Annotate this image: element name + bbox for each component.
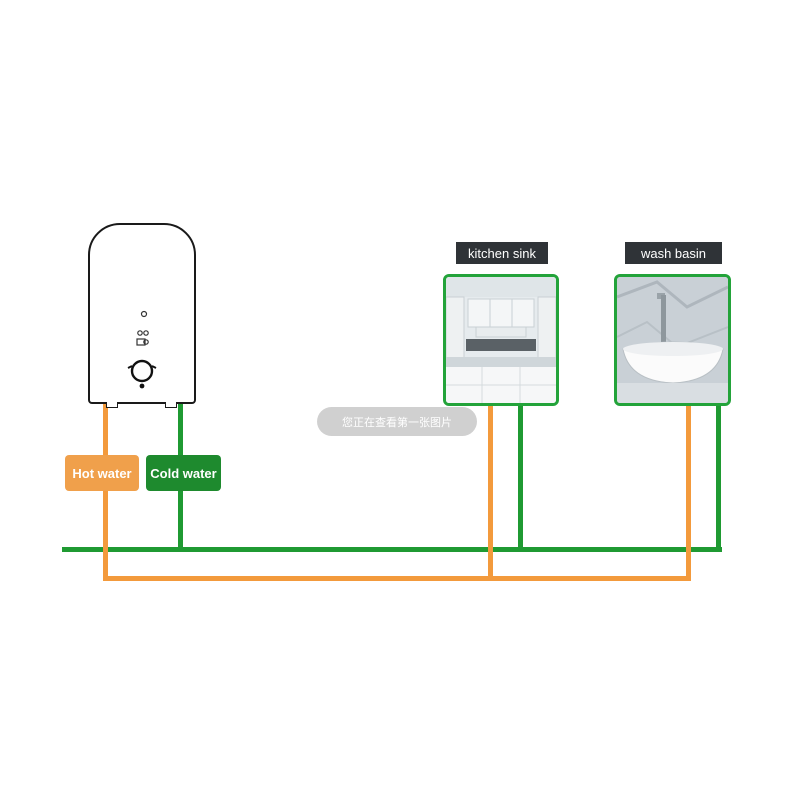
cold-water-basin-riser [716, 404, 721, 550]
heater-outlet-right [165, 402, 177, 408]
water-heater-icon [88, 223, 196, 404]
wash-basin-label: wash basin [625, 242, 722, 264]
basin-illustration [617, 277, 728, 403]
hot-water-basin-riser [686, 404, 691, 581]
cold-water-tag: Cold water [146, 455, 221, 491]
hot-water-main-pipe [103, 576, 691, 581]
cold-water-kitchen-riser [518, 404, 523, 550]
wash-basin-photo [614, 274, 731, 406]
cold-water-main-pipe [62, 547, 722, 552]
kitchen-sink-label: kitchen sink [456, 242, 548, 264]
hot-water-kitchen-riser [488, 404, 493, 581]
image-viewer-hint: 您正在查看第一张图片 [317, 407, 477, 436]
heater-controls [127, 310, 157, 389]
kitchen-illustration [446, 277, 556, 403]
hot-water-tag: Hot water [65, 455, 139, 491]
heater-outlet-left [106, 402, 118, 408]
kitchen-photo [443, 274, 559, 406]
hot-water-heater-drop [103, 404, 108, 581]
